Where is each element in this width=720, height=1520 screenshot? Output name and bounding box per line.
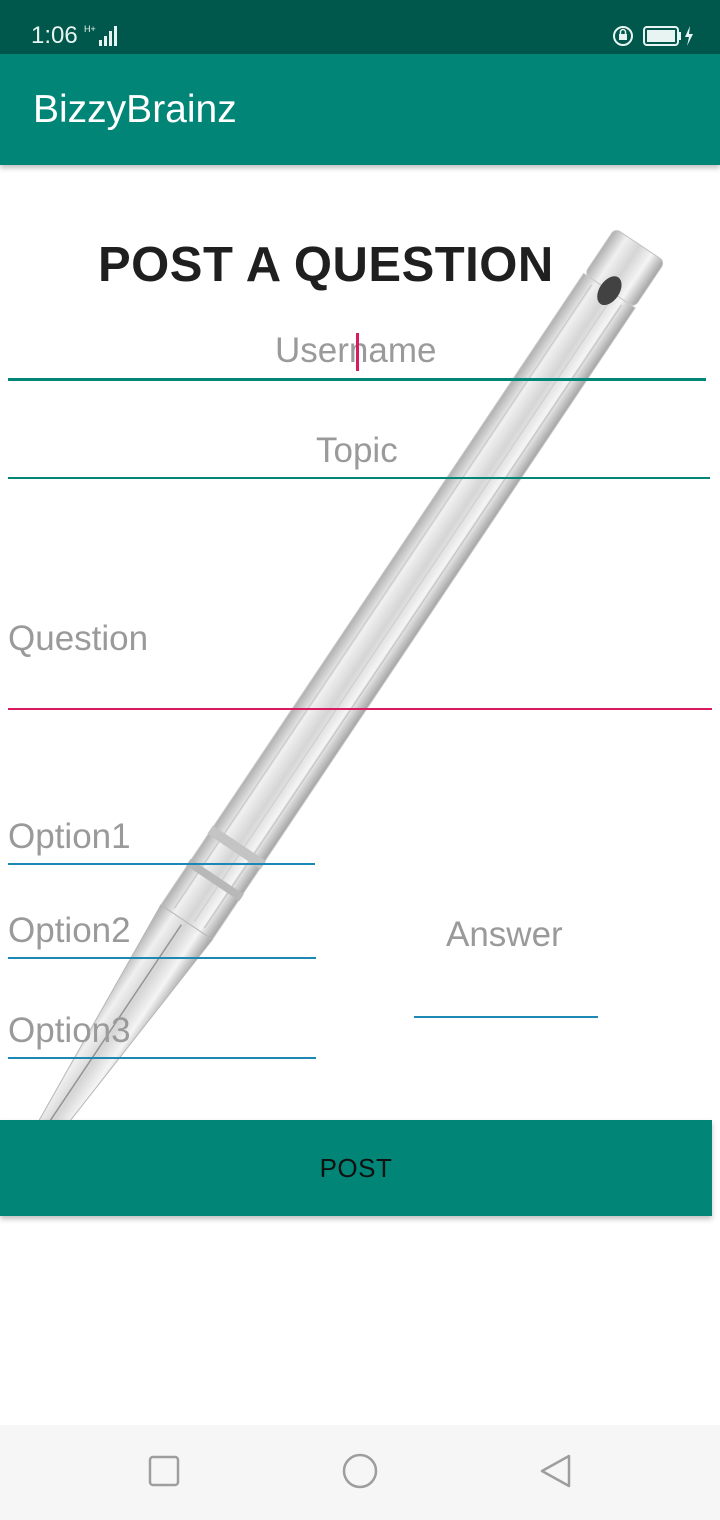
network-type-label: H+ — [84, 24, 96, 34]
option2-placeholder: Option2 — [8, 911, 131, 950]
answer-field[interactable]: Answer — [414, 913, 598, 1019]
post-question-form: POST A QUESTION Username Topic Question … — [0, 165, 720, 1425]
status-bar: 1:06 H+ — [0, 0, 720, 54]
option3-field[interactable]: Option3 — [8, 1011, 316, 1061]
question-placeholder: Question — [8, 619, 149, 658]
home-circle-icon[interactable] — [340, 1453, 380, 1497]
app-bar: BizzyBrainz — [0, 54, 720, 165]
rotation-lock-icon — [613, 26, 633, 46]
option2-underline — [8, 957, 316, 959]
topic-underline — [8, 477, 710, 479]
answer-underline — [414, 1016, 598, 1018]
post-button-label: POST — [319, 1152, 393, 1183]
username-placeholder: Username — [275, 331, 436, 371]
option2-field[interactable]: Option2 — [8, 911, 316, 961]
post-button[interactable]: POST — [0, 1120, 712, 1216]
topic-placeholder: Topic — [316, 431, 398, 470]
recents-square-icon[interactable] — [146, 1453, 182, 1493]
question-underline — [8, 708, 712, 710]
text-cursor — [356, 333, 359, 371]
question-field[interactable]: Question — [8, 615, 712, 715]
option3-placeholder: Option3 — [8, 1011, 131, 1050]
back-triangle-icon[interactable] — [537, 1453, 577, 1497]
battery-charging-icon — [643, 26, 693, 46]
status-time: 1:06 — [31, 22, 78, 49]
signal-icon: H+ — [82, 22, 122, 52]
app-title: BizzyBrainz — [33, 88, 237, 131]
option1-field[interactable]: Option1 — [8, 817, 315, 867]
option1-placeholder: Option1 — [8, 817, 131, 856]
username-field[interactable]: Username — [8, 325, 706, 385]
navigation-bar — [0, 1425, 720, 1520]
answer-placeholder: Answer — [446, 915, 563, 954]
username-underline — [8, 378, 706, 381]
status-right-icons — [612, 22, 696, 54]
option1-underline — [8, 863, 315, 865]
page-title: POST A QUESTION — [98, 238, 554, 292]
option3-underline — [8, 1057, 316, 1059]
topic-field[interactable]: Topic — [8, 427, 710, 482]
